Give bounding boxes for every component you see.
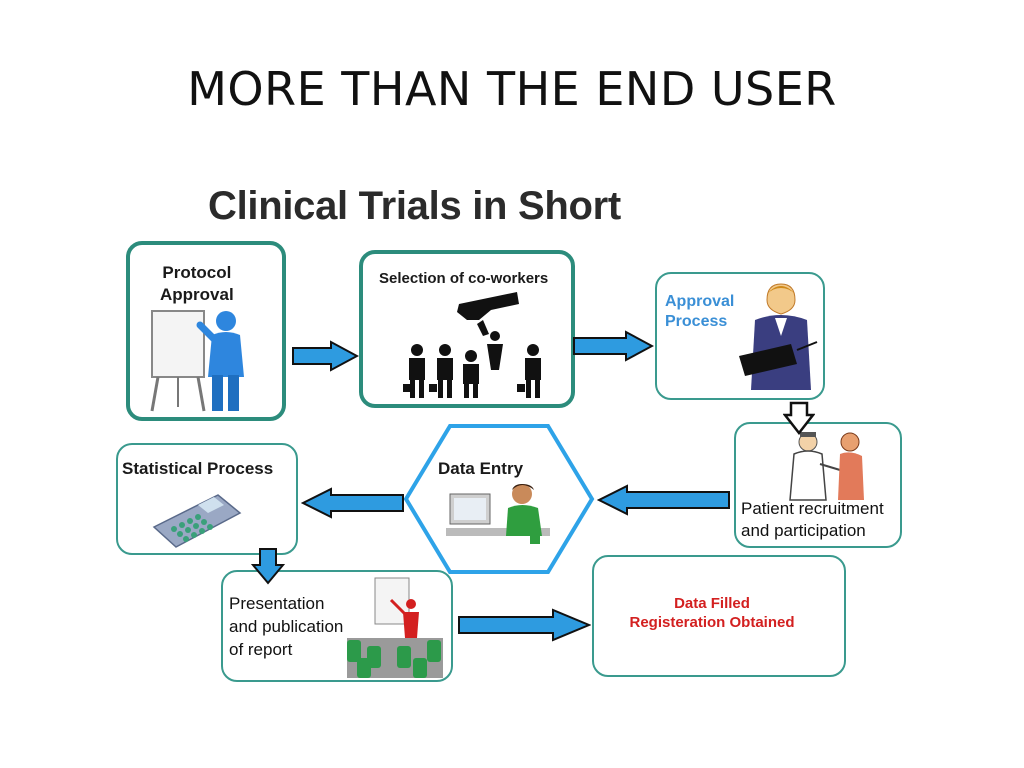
official-with-folder-icon	[739, 283, 818, 390]
patient-label-line2: and participation	[741, 521, 866, 540]
coworkers-box: Selection of co-workers	[359, 250, 575, 408]
protocol-label-line1: Protocol	[162, 263, 232, 282]
presentation-box: Presentation and publication of report	[221, 570, 453, 682]
presenter-at-flipchart-icon	[150, 310, 244, 412]
arrow-data-entry-to-statistical	[301, 487, 404, 519]
approval-label-line1: Approval	[665, 293, 735, 310]
registration-label: Data Filled Registeration Obtained	[594, 594, 830, 632]
arrow-presentation-to-registration	[458, 608, 591, 642]
registration-label-line2: Registeration Obtained	[629, 614, 795, 631]
presentation-label: Presentation and publication of report	[229, 592, 343, 661]
presentation-label-line3: of report	[229, 640, 293, 659]
diagram-title: Clinical Trials in Short	[208, 184, 621, 228]
protocol-approval-box: Protocol Approval	[126, 241, 286, 421]
patient-recruitment-box: Patient recruitment and participation	[734, 422, 902, 548]
protocol-label-line2: Approval	[160, 285, 234, 304]
patient-label-line1: Patient recruitment	[741, 499, 884, 518]
woman-at-computer-icon	[446, 484, 550, 544]
statistical-process-label: Statistical Process	[122, 459, 274, 478]
calculator-icon	[152, 494, 242, 548]
protocol-approval-label: Protocol Approval	[160, 262, 234, 306]
registration-label-line1: Data Filled	[674, 595, 750, 612]
presentation-label-line2: and publication	[229, 617, 344, 636]
conference-audience-icon	[347, 577, 443, 678]
data-entry-label: Data Entry	[438, 459, 524, 478]
presentation-label-line1: Presentation	[229, 594, 325, 613]
statistical-process-box: Statistical Process	[116, 443, 298, 555]
coworkers-label: Selection of co-workers	[379, 270, 549, 287]
arrow-approval-to-patient	[783, 401, 815, 435]
arrow-statistical-to-presentation	[251, 548, 285, 585]
registration-box: Data Filled Registeration Obtained	[592, 555, 846, 677]
slide-title: MORE THAN THE END USER	[187, 62, 837, 116]
doctor-examining-patient-icon	[789, 432, 864, 501]
approval-process-box: Approval Process	[655, 272, 825, 400]
approval-label-line2: Process	[665, 313, 728, 330]
approval-process-label: Approval Process	[665, 292, 734, 332]
arrow-protocol-to-coworkers	[292, 340, 359, 372]
arrow-patient-to-data-entry	[597, 484, 730, 516]
arrow-coworkers-to-approval	[573, 330, 654, 362]
patient-recruitment-label: Patient recruitment and participation	[741, 498, 884, 542]
hand-picking-worker-icon	[403, 292, 541, 398]
